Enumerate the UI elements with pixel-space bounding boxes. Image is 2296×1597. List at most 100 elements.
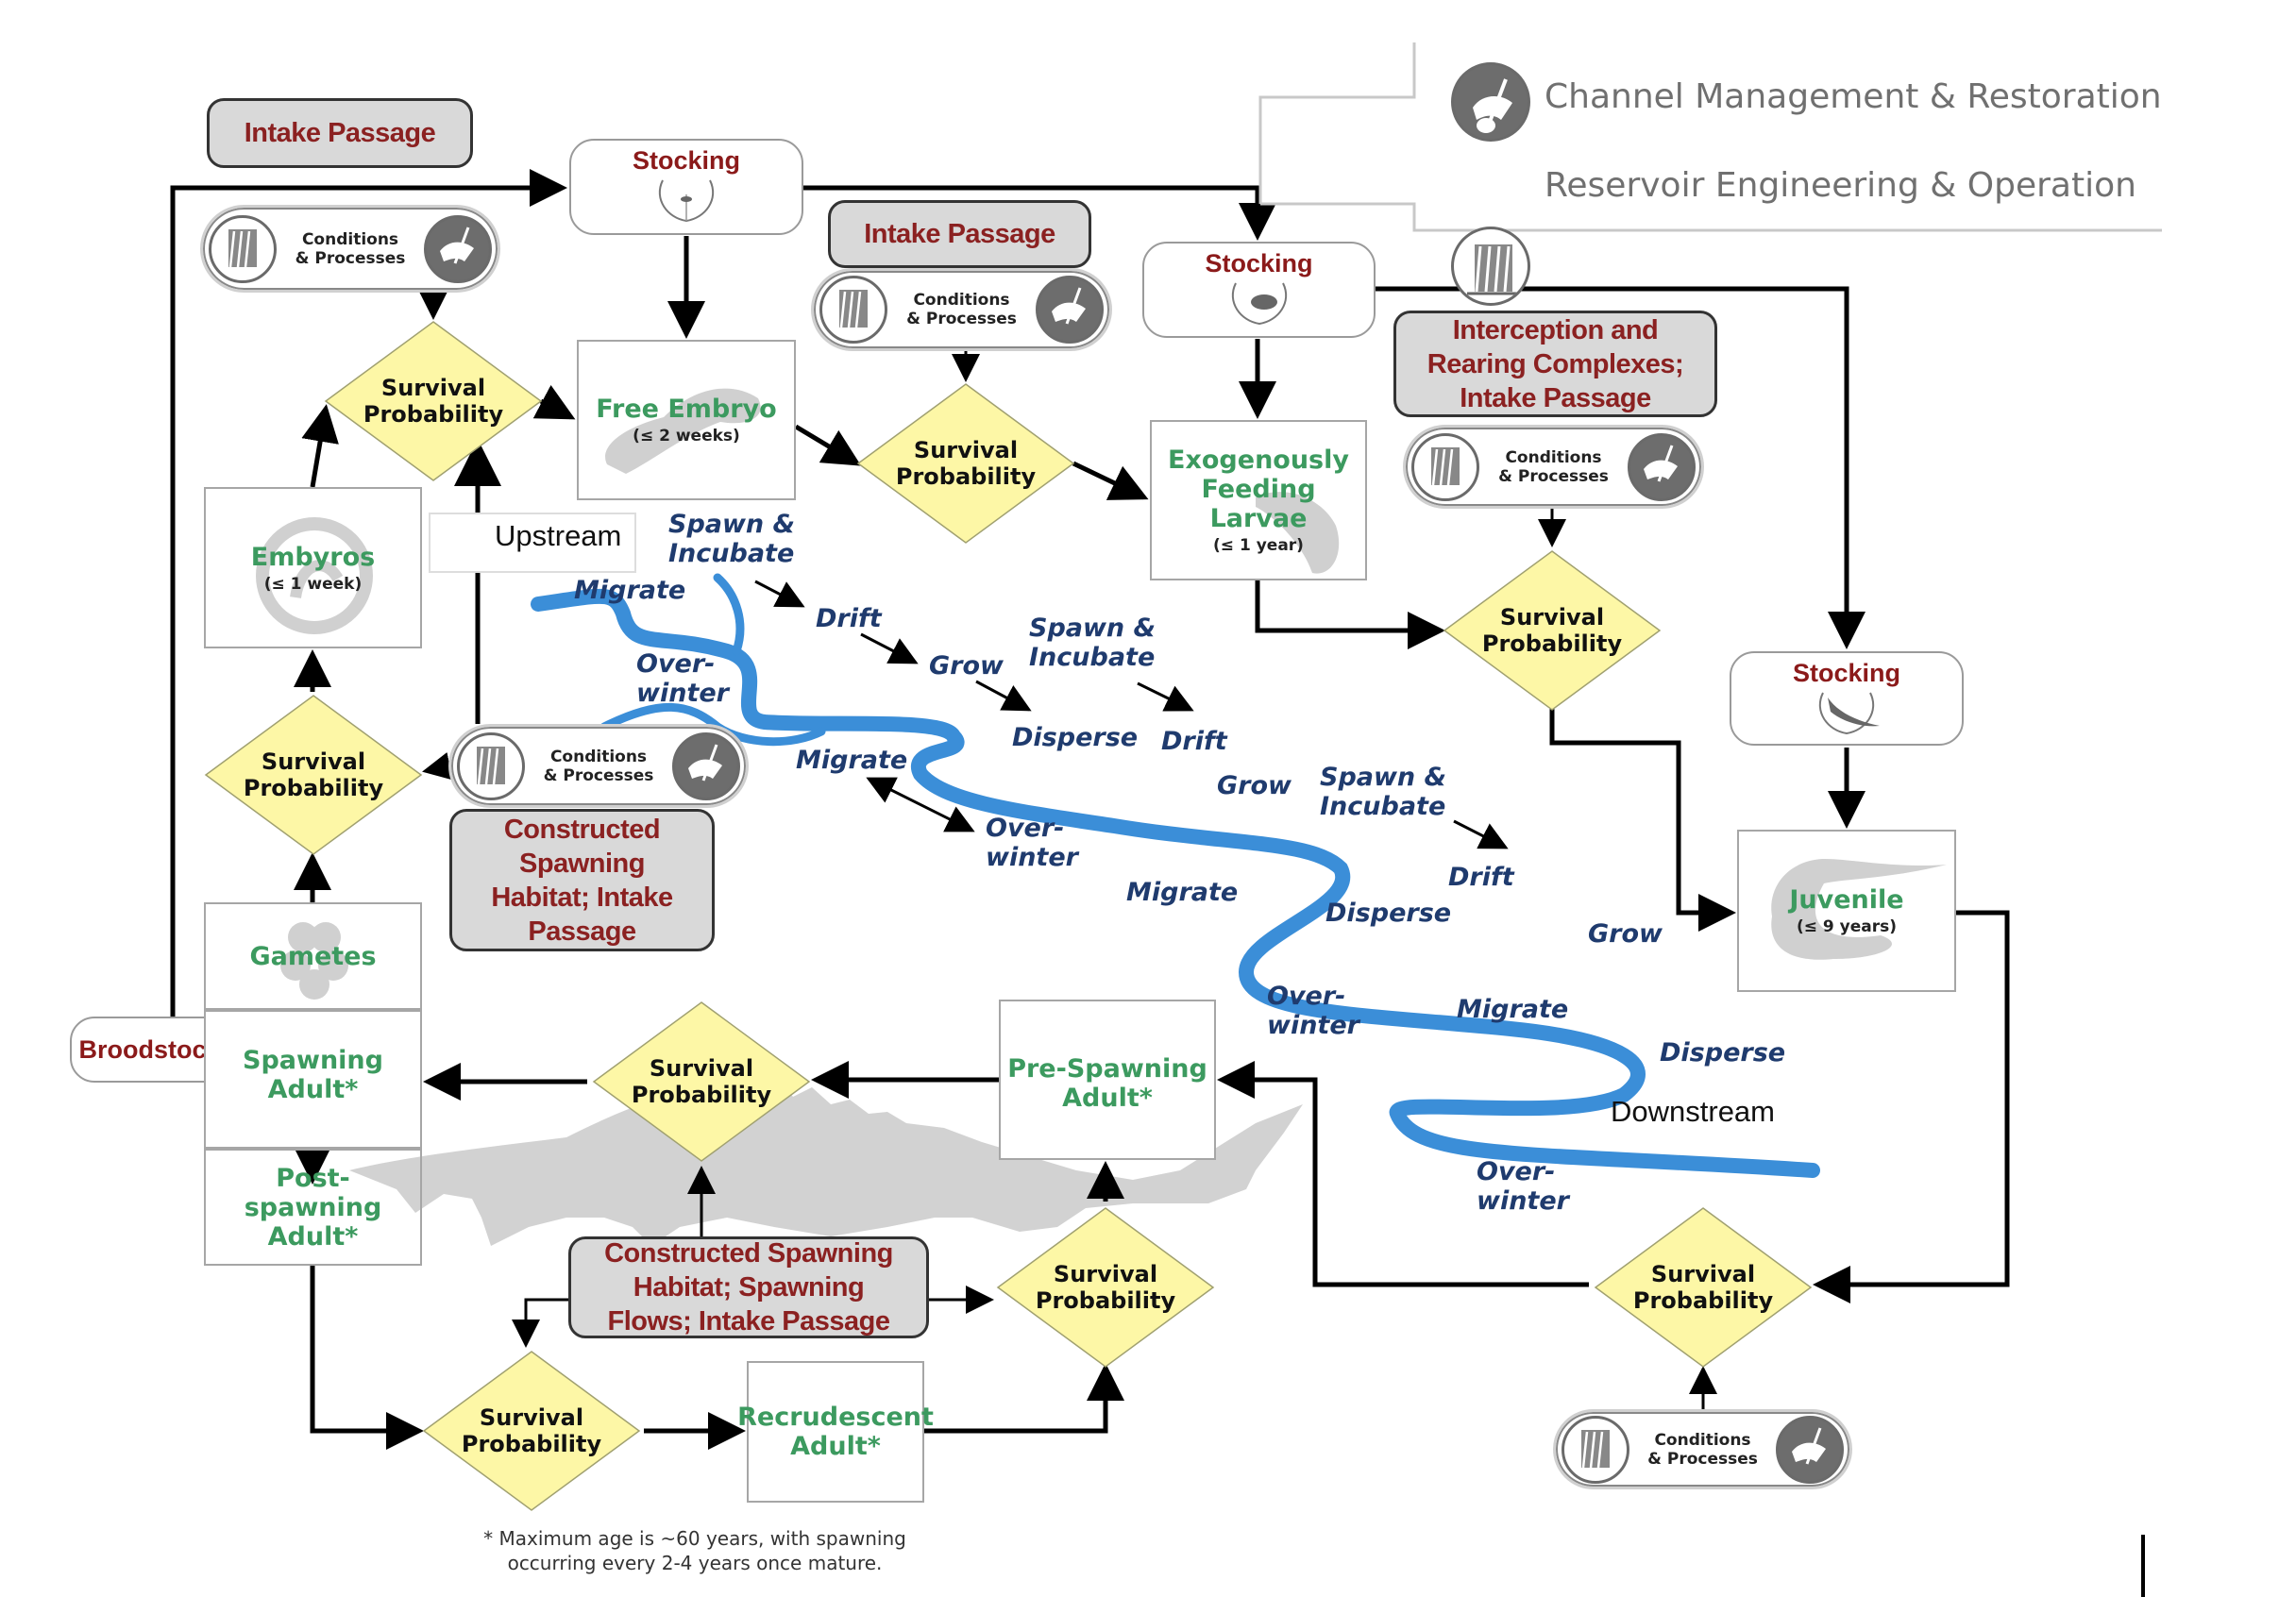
process-overwinter: Over-winter xyxy=(1267,982,1359,1040)
process-arrow xyxy=(1137,681,1194,712)
process-arrow xyxy=(975,680,1032,712)
dam-icon xyxy=(1411,432,1479,501)
stage-gametes: Gametes xyxy=(204,902,422,1010)
legend-reservoir-engineering: Reservoir Engineering & Operation xyxy=(1545,166,2136,205)
process-spawn-incubate: Spawn &Incubate xyxy=(1029,614,1156,672)
dam-icon xyxy=(1562,1415,1629,1484)
free-embryo-silhouette xyxy=(605,388,761,474)
process-grow: Grow xyxy=(1217,771,1292,800)
process-grow: Grow xyxy=(1588,919,1663,949)
stage-embryos: Embyros (≤ 1 week) xyxy=(204,487,422,648)
larvae-silhouette xyxy=(1256,492,1340,574)
shovel-icon xyxy=(672,731,740,800)
stage-spawning-adult: Spawning Adult* xyxy=(204,1010,422,1149)
footnote: * Maximum age is ~60 years, with spawnin… xyxy=(483,1527,906,1574)
dam-icon xyxy=(457,731,525,800)
process-arrow xyxy=(754,580,805,608)
adult-sturgeon-silhouette xyxy=(349,1084,1303,1246)
stage-juvenile: Juvenile (≤ 9 years) xyxy=(1737,830,1956,992)
stage-recrudescent-adult: Recrudescent Adult* xyxy=(737,1361,934,1503)
intake-passage-box-mid: Intake Passage xyxy=(828,200,1091,268)
process-overwinter: Over-winter xyxy=(636,649,729,708)
process-spawn-incubate: Spawn &Incubate xyxy=(668,510,796,568)
post-spawning-to-survival-arrow xyxy=(310,1266,424,1450)
hands-icon xyxy=(1231,282,1287,326)
process-arrow xyxy=(860,632,919,664)
hands-fish-icon xyxy=(1818,692,1880,735)
shovel-icon xyxy=(424,214,492,283)
process-disperse: Disperse xyxy=(1660,1038,1786,1067)
process-spawn-incubate: Spawn &Incubate xyxy=(1320,763,1447,821)
conditions-processes-5: Conditions& Processes xyxy=(1553,1409,1852,1489)
recrudescent-to-survival-arrow xyxy=(924,1363,1124,1434)
process-migrate: Migrate xyxy=(1126,878,1239,907)
survival-diamond-7 xyxy=(422,1351,641,1511)
survival-diamond-2 xyxy=(856,383,1075,544)
river-upper-branch xyxy=(713,573,745,656)
survival-to-free-embryo-arrow xyxy=(532,384,576,420)
process-grow: Grow xyxy=(929,651,1004,681)
embryo-silhouette xyxy=(256,517,373,634)
conditions-processes-3: Conditions& Processes xyxy=(1403,425,1704,509)
process-overwinter: Over-winter xyxy=(986,814,1078,872)
constructed-habitat-box-upper: Constructed Spawning Habitat; Intake Pas… xyxy=(449,809,715,951)
broodstock-to-stocking-line xyxy=(170,169,567,1017)
survival-diamond-4 xyxy=(204,695,423,855)
process-drift: Drift xyxy=(1448,863,1514,892)
process-migrate: Migrate xyxy=(1457,995,1569,1024)
process-double-arrow xyxy=(866,777,975,832)
survival-to-pre-spawning-arrow xyxy=(1217,1061,1589,1287)
juvenile-to-survival-arrow xyxy=(1813,910,2010,1303)
stocking-box-juvenile: Stocking xyxy=(1730,651,1964,746)
process-drift: Drift xyxy=(816,604,882,633)
survival-diamond-1 xyxy=(324,321,543,481)
survival-diamond-3 xyxy=(1443,550,1662,711)
process-disperse: Disperse xyxy=(1012,723,1139,752)
legend-channel-management: Channel Management & Restoration xyxy=(1545,77,2162,116)
survival-diamond-8 xyxy=(1594,1207,1813,1368)
shovel-icon xyxy=(1451,62,1530,142)
intake-passage-box-top: Intake Passage xyxy=(207,98,473,168)
upstream-label: Upstream xyxy=(495,519,622,552)
stocking-to-stocking-line xyxy=(803,185,1276,241)
stage-post-spawning-adult: Post- spawning Adult* xyxy=(204,1149,422,1266)
shovel-icon xyxy=(1036,276,1104,344)
process-disperse: Disperse xyxy=(1325,899,1452,928)
free-embryo-to-survival-arrow xyxy=(794,424,862,466)
constructed-habitat-box-lower: Constructed Spawning Habitat; Spawning F… xyxy=(568,1236,929,1338)
survival-to-larvae-arrow xyxy=(1072,461,1149,500)
process-overwinter: Over-winter xyxy=(1477,1157,1569,1216)
stocking-to-juvenile-stocking-line xyxy=(1376,286,1866,649)
conditions-processes-2: Conditions& Processes xyxy=(811,268,1112,351)
stocking-box-embryo: Stocking xyxy=(569,139,803,235)
interception-rearing-box: Interception and Rearing Complexes; Inta… xyxy=(1393,311,1717,417)
survival-diamond-5 xyxy=(592,1001,811,1162)
river-main-channel xyxy=(531,588,1820,1178)
hands-icon xyxy=(658,179,715,223)
dam-icon xyxy=(819,276,887,344)
larvae-to-survival-arrow xyxy=(1255,580,1445,649)
downstream-label: Downstream xyxy=(1611,1095,1775,1128)
broodstock-box: Broodstock xyxy=(70,1017,229,1083)
edge-line xyxy=(2141,1535,2145,1597)
stocking-box-larvae: Stocking xyxy=(1142,242,1376,338)
stage-larvae: Exogenously Feeding Larvae (≤ 1 year) xyxy=(1150,420,1367,580)
survival-to-juvenile-arrow xyxy=(1549,708,1736,932)
conditions-to-survival-arrow-4 xyxy=(422,751,453,781)
process-migrate: Migrate xyxy=(574,576,686,605)
habitat-to-left-survival-arrow xyxy=(512,1298,568,1348)
conditions-processes-1: Conditions& Processes xyxy=(200,205,500,293)
juvenile-silhouette xyxy=(1771,858,1947,960)
stage-pre-spawning-adult: Pre-Spawning Adult* xyxy=(999,1000,1216,1160)
upstream-label-frame xyxy=(429,513,636,573)
stage-free-embryo: Free Embryo (≤ 2 weeks) xyxy=(577,340,796,500)
